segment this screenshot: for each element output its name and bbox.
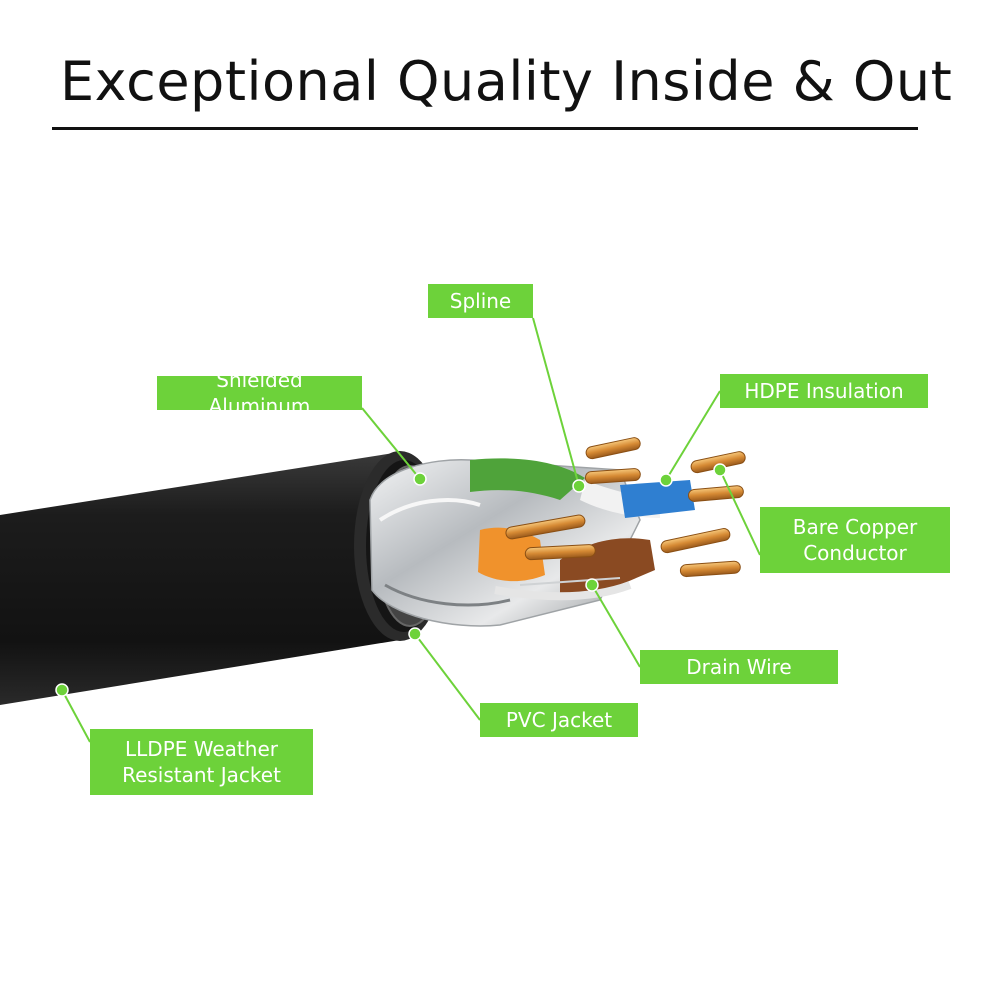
label-hdpe-insulation: HDPE Insulation	[720, 374, 928, 408]
leader-dots	[55, 463, 727, 697]
label-lldpe-weather-resistant-jacket: LLDPE Weather Resistant Jacket	[90, 729, 313, 795]
label-shielded-aluminum: Shielded Aluminum	[157, 368, 362, 418]
label-bare-copper-conductor: Bare Copper Conductor	[760, 507, 950, 573]
label-pvc-jacket: PVC Jacket	[480, 703, 638, 737]
inner-pairs	[470, 458, 695, 601]
label-spline: Spline	[428, 284, 533, 318]
title-underline	[52, 127, 918, 130]
page-title: Exceptional Quality Inside & Out	[60, 50, 953, 113]
label-drain-wire: Drain Wire	[640, 650, 838, 684]
leader-lines	[61, 317, 761, 743]
copper-conductors	[505, 437, 746, 578]
